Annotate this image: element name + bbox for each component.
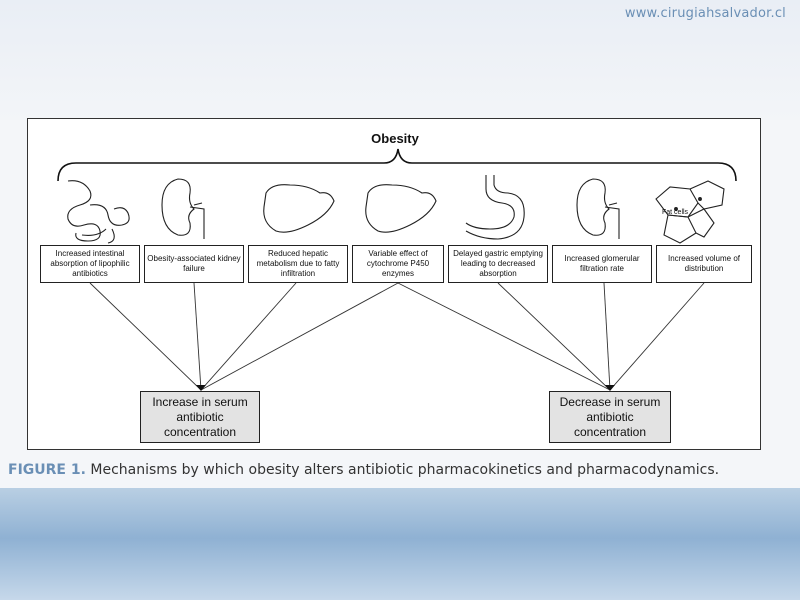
obesity-brace bbox=[57, 148, 737, 182]
intestine-icon bbox=[67, 180, 130, 244]
fat-cells-icon bbox=[655, 180, 725, 244]
mechanism-volume-distribution: Increased volume of distribution bbox=[656, 245, 752, 283]
site-url[interactable]: www.cirugiahsalvador.cl bbox=[624, 6, 786, 21]
mechanism-hepatic-metabolism: Reduced hepatic metabolism due to fatty … bbox=[248, 245, 348, 283]
outcome-decrease-box: Decrease in serum antibiotic concentrati… bbox=[549, 391, 671, 443]
liver-icon bbox=[263, 184, 335, 233]
fat-cells-label: Fat cells bbox=[662, 209, 689, 216]
mechanism-glomerular-filtration: Increased glomerular filtration rate bbox=[552, 245, 652, 283]
diagram-artwork bbox=[57, 148, 737, 391]
caption-text: Mechanisms by which obesity alters antib… bbox=[85, 462, 720, 478]
mechanism-gastric-emptying: Delayed gastric emptying leading to decr… bbox=[448, 245, 548, 283]
mechanism-cytochrome-p450: Variable effect of cytochrome P450 enzym… bbox=[352, 245, 444, 283]
increase-arrowhead bbox=[196, 385, 206, 391]
stomach-icon bbox=[465, 175, 525, 240]
mechanism-intestinal-absorption: Increased intestinal absorption of lipop… bbox=[40, 245, 140, 283]
figure-label: FIGURE 1. bbox=[8, 462, 86, 478]
header-background bbox=[0, 0, 800, 120]
kidney-icon bbox=[576, 178, 620, 239]
footer-background bbox=[0, 488, 800, 600]
liver-icon bbox=[365, 184, 437, 233]
figure-caption: FIGURE 1. Mechanisms by which obesity al… bbox=[8, 462, 719, 478]
decrease-arrowhead bbox=[605, 385, 615, 391]
connector-lines bbox=[89, 282, 705, 391]
outcome-increase-box: Increase in serum antibiotic concentrati… bbox=[140, 391, 260, 443]
figure-diagram: Obesity bbox=[27, 118, 761, 450]
kidney-icon bbox=[161, 178, 205, 239]
diagram-title: Obesity bbox=[371, 131, 419, 146]
mechanism-kidney-failure: Obesity-associated kidney failure bbox=[144, 245, 244, 283]
